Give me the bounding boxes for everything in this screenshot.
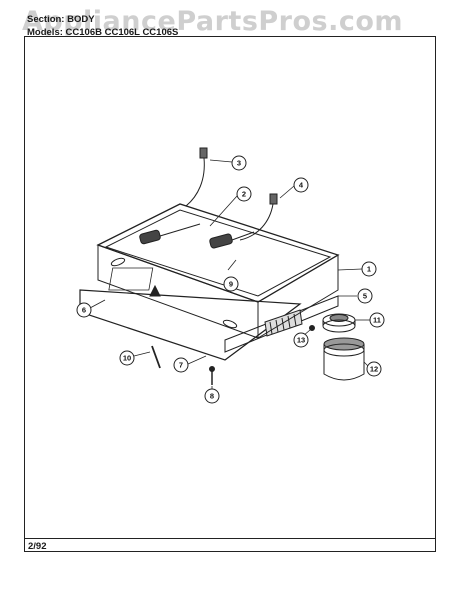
leader-line-2 bbox=[209, 195, 238, 227]
burner-left bbox=[139, 223, 201, 245]
svg-text:2: 2 bbox=[242, 190, 246, 199]
section-label: Section: BODY bbox=[27, 14, 95, 25]
callout-11: 11 bbox=[369, 312, 385, 328]
leader-line-10 bbox=[133, 351, 151, 357]
svg-text:8: 8 bbox=[210, 392, 214, 401]
svg-text:10: 10 bbox=[123, 354, 131, 363]
leader-line-4 bbox=[279, 185, 295, 199]
screw-13 bbox=[309, 325, 315, 331]
main-housing bbox=[96, 203, 340, 339]
svg-text:6: 6 bbox=[82, 306, 86, 315]
callout-7: 7 bbox=[173, 357, 189, 373]
screw-8 bbox=[209, 366, 215, 385]
leader-line-6 bbox=[89, 299, 106, 309]
svg-text:4: 4 bbox=[299, 181, 304, 190]
leader-line-7 bbox=[187, 355, 207, 365]
callout-5: 5 bbox=[357, 288, 373, 304]
screw-10 bbox=[151, 345, 161, 369]
leader-line-9 bbox=[227, 259, 237, 271]
burner-right bbox=[209, 231, 255, 249]
callout-13: 13 bbox=[293, 332, 309, 348]
callout-1: 1 bbox=[361, 261, 377, 277]
leader-line-3 bbox=[209, 159, 233, 163]
wire-harness-3 bbox=[185, 147, 208, 207]
callout-6: 6 bbox=[76, 302, 92, 318]
footer-divider bbox=[24, 538, 436, 539]
svg-text:1: 1 bbox=[367, 265, 371, 274]
callout-4: 4 bbox=[293, 177, 309, 193]
grommet bbox=[322, 313, 356, 333]
revision-date: 2/92 bbox=[28, 541, 47, 552]
callout-2: 2 bbox=[236, 186, 252, 202]
diagram-frame bbox=[24, 36, 436, 552]
svg-text:12: 12 bbox=[370, 365, 378, 374]
callout-10: 10 bbox=[119, 350, 135, 366]
svg-text:3: 3 bbox=[237, 159, 241, 168]
collection-jar bbox=[323, 337, 365, 381]
leader-line-12 bbox=[363, 361, 369, 367]
svg-text:7: 7 bbox=[179, 361, 183, 370]
callout-9: 9 bbox=[223, 276, 239, 292]
callout-8: 8 bbox=[204, 388, 220, 404]
svg-text:9: 9 bbox=[229, 280, 233, 289]
models-label: Models: CC106B CC106L CC106S bbox=[27, 27, 179, 38]
svg-text:11: 11 bbox=[373, 316, 381, 325]
callout-3: 3 bbox=[231, 155, 247, 171]
svg-text:5: 5 bbox=[363, 292, 367, 301]
svg-text:13: 13 bbox=[297, 336, 305, 345]
leader-line-1 bbox=[337, 268, 363, 271]
callout-12: 12 bbox=[366, 361, 382, 377]
wire-harness-4 bbox=[239, 193, 278, 241]
